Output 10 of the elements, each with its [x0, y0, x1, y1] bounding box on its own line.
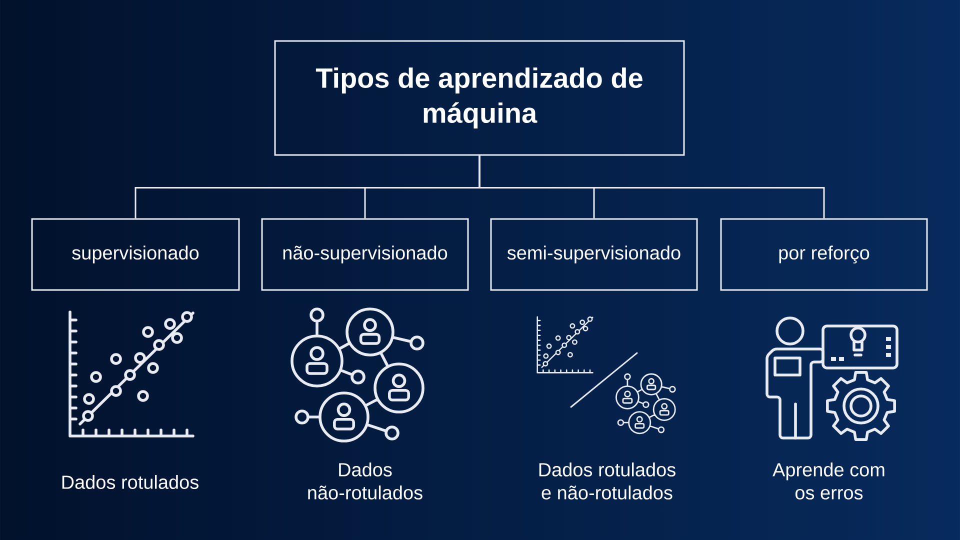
caption: Dados não-rotulados	[308, 462, 422, 500]
connector-line	[478, 156, 825, 218]
category-box: semi-supervisionado	[490, 218, 698, 291]
category-box: por reforço	[720, 218, 928, 291]
caption: Dados rotulados	[62, 475, 198, 489]
caption: Aprende com os erros	[772, 462, 884, 500]
caption: Dados rotulados e não-rotulados	[539, 462, 676, 500]
category-box: não-supervisionado	[261, 218, 469, 291]
category-box: supervisionado	[31, 218, 240, 291]
heading-box: Tipos de aprendizado de máquina	[274, 40, 685, 156]
